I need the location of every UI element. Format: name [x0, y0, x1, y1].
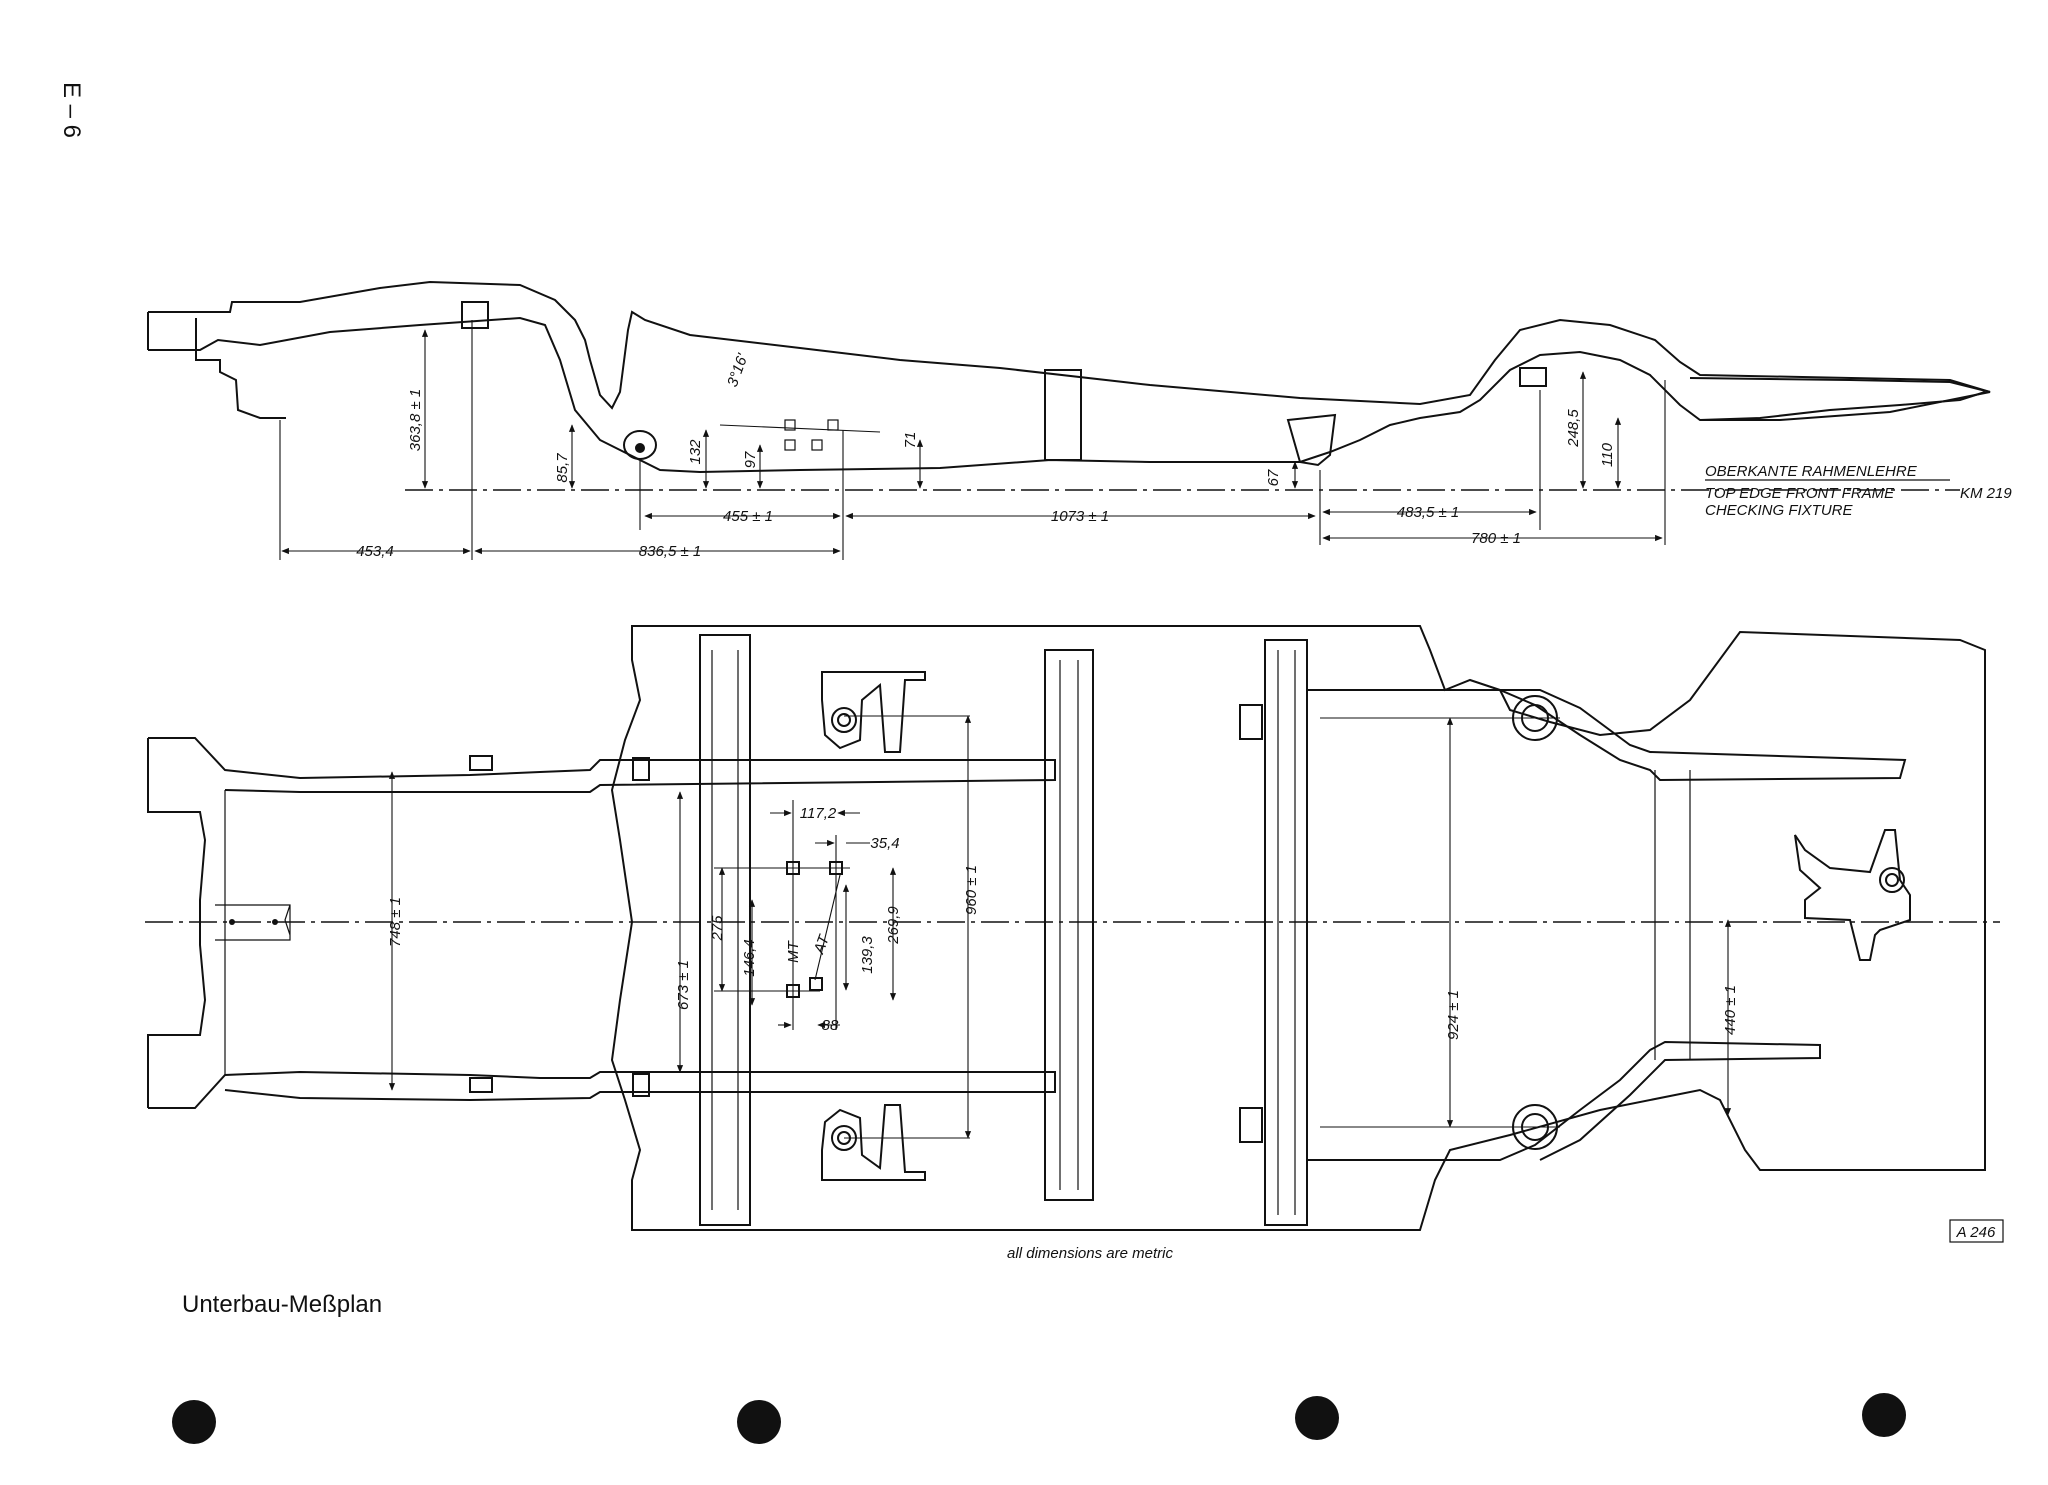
metric-footnote: all dimensions are metric	[1007, 1245, 1173, 1262]
dim-angle: 3°16'	[724, 351, 752, 390]
front-crossmember	[147, 738, 207, 1108]
dim-88: 88	[822, 1017, 839, 1034]
dim-780: 780 ± 1	[1471, 530, 1521, 547]
binder-hole-1	[172, 1400, 216, 1444]
dim-924: 924 ± 1	[1445, 990, 1462, 1040]
dim-275: 275	[709, 915, 726, 942]
binder-hole-3	[1295, 1396, 1339, 1440]
binder-hole-4	[1862, 1393, 1906, 1437]
figure-ref: A 246	[1956, 1224, 1996, 1241]
label-mt: MT	[785, 939, 802, 962]
side-bushing	[623, 430, 657, 460]
plan-view: 748 ± 1 673 ± 1 275 146,4 MT AT 139,3 26…	[145, 625, 2004, 1262]
dim-67: 67	[1265, 469, 1282, 486]
dim-673: 673 ± 1	[675, 960, 692, 1010]
dim-483-5: 483,5 ± 1	[1397, 504, 1459, 521]
crossmember-2	[1044, 649, 1094, 1201]
mount-bracket-top	[821, 671, 926, 753]
dim-453-4: 453,4	[356, 543, 394, 560]
dim-748: 748 ± 1	[387, 897, 404, 947]
binder-hole-2	[737, 1400, 781, 1444]
dim-139-3: 139,3	[859, 936, 876, 974]
mount-bracket-rear	[1794, 829, 1911, 961]
dim-440: 440 ± 1	[1722, 985, 1739, 1035]
reference-label-en-2: CHECKING FIXTURE	[1705, 502, 1854, 519]
mount-bracket-bottom	[821, 1104, 926, 1181]
reference-label-de: OBERKANTE RAHMENLEHRE	[1705, 463, 1918, 480]
front-rail-bottom	[148, 1070, 1056, 1109]
figure-ref-box	[1949, 1219, 2004, 1243]
dim-1073: 1073 ± 1	[1051, 508, 1109, 525]
dim-146-4: 146,4	[741, 939, 758, 977]
dim-71: 71	[902, 432, 919, 449]
dim-455: 455 ± 1	[723, 508, 773, 525]
dim-132: 132	[687, 439, 704, 465]
fixture-code: KM 219	[1960, 485, 2012, 502]
dim-836-5: 836,5 ± 1	[639, 543, 701, 560]
dim-269-9: 269,9	[885, 906, 902, 945]
side-frame-outline	[148, 280, 1991, 410]
crossmember-3	[1264, 639, 1308, 1226]
floor-pan-outline	[610, 625, 1986, 1231]
front-stub	[147, 312, 286, 419]
side-mount-rear	[1519, 367, 1547, 387]
dim-960: 960 ± 1	[963, 865, 980, 915]
dim-248-5: 248,5	[1565, 409, 1582, 448]
dim-117-2: 117,2	[800, 805, 837, 822]
page-caption: Unterbau-Meßplan	[182, 1291, 382, 1318]
label-at: AT	[810, 931, 833, 956]
side-crossmember	[1044, 369, 1082, 461]
side-bracket	[1286, 413, 1337, 467]
rear-rail-top	[1307, 689, 1907, 782]
side-rear-panel	[1689, 377, 1991, 421]
dim-85-7: 85,7	[554, 453, 571, 483]
dim-97: 97	[742, 451, 759, 468]
front-rail-top	[148, 737, 1056, 793]
page-code: E – 6	[58, 82, 85, 138]
dim-35-4: 35,4	[870, 835, 899, 852]
dim-363-8: 363,8 ± 1	[407, 389, 424, 451]
reference-label-en-1: TOP EDGE FRONT FRAME	[1705, 485, 1895, 502]
side-view: 363,8 ± 1 85,7 132 97 71 67 248,5 110 3°…	[147, 280, 2012, 560]
rear-rail-bottom	[1307, 1040, 1821, 1161]
side-mount-front	[461, 301, 489, 329]
dim-110: 110	[1599, 442, 1616, 467]
